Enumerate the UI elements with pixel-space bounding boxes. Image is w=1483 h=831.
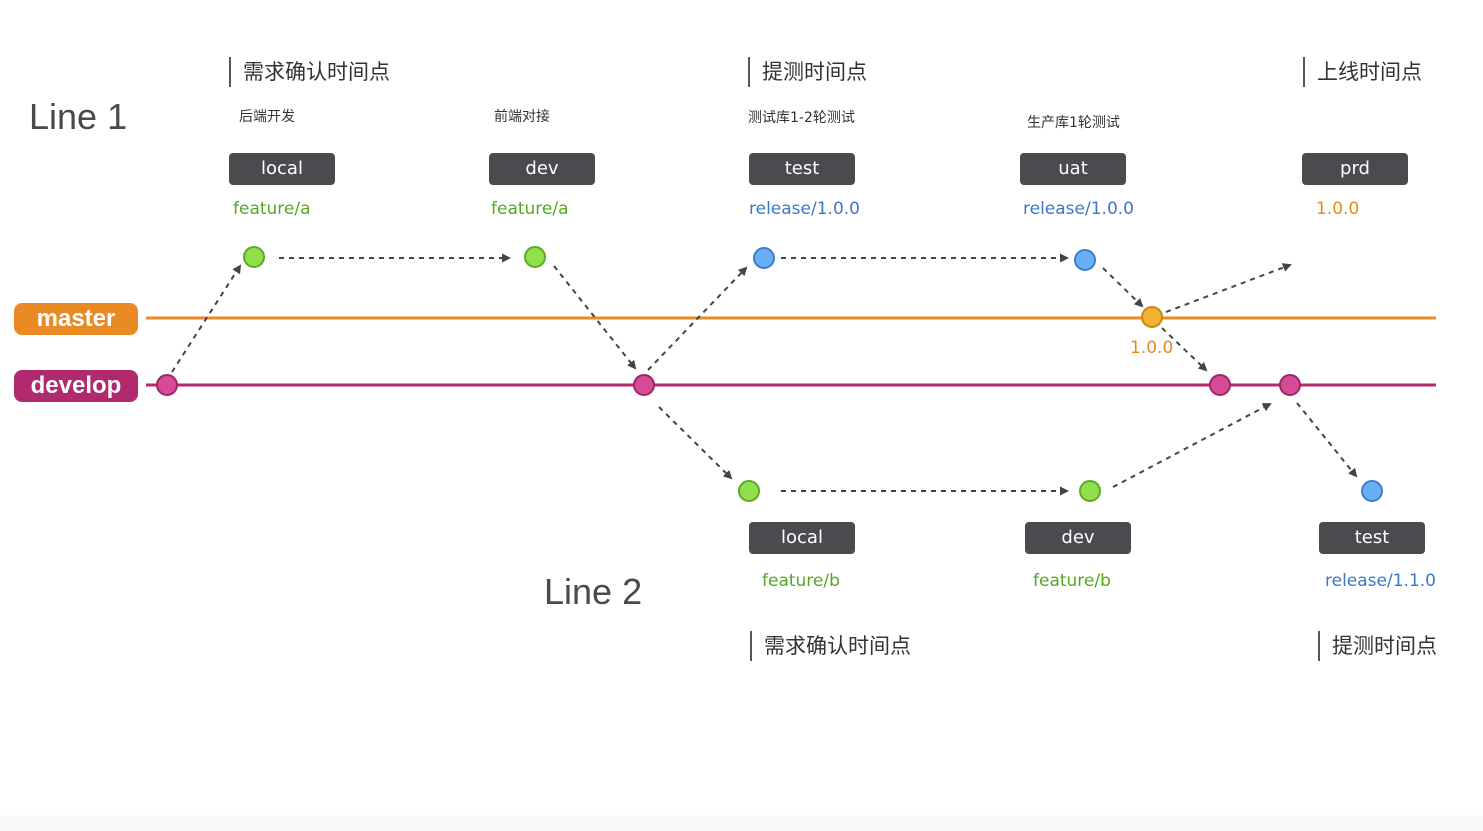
- env-dev: dev: [1025, 522, 1131, 554]
- branch-label-version: 1.0.0: [1316, 199, 1360, 219]
- feature-commit-node: [1079, 480, 1101, 502]
- branch-label-release: release/1.0.0: [749, 199, 860, 219]
- develop-commit-node: [1279, 374, 1301, 396]
- flow-arrow: [647, 266, 748, 371]
- env-prd: prd: [1302, 153, 1408, 185]
- develop-commit-node: [1209, 374, 1231, 396]
- branch-label-feature: feature/b: [762, 571, 840, 591]
- env-uat: uat: [1020, 153, 1126, 185]
- flow-arrow: [1102, 267, 1144, 308]
- stage-desc-frontend-integration: 前端对接: [494, 109, 550, 125]
- milestone-requirement-confirm: 需求确认时间点: [750, 631, 911, 661]
- env-test: test: [749, 153, 855, 185]
- branch-label-release: release/1.1.0: [1325, 571, 1436, 591]
- line1-title: Line 1: [29, 96, 128, 137]
- footer-strip: [0, 815, 1483, 831]
- env-test: test: [1319, 522, 1425, 554]
- flow-arrow: [1165, 263, 1292, 313]
- develop-branch-badge: develop: [14, 370, 138, 402]
- branch-label-feature: feature/a: [233, 199, 311, 219]
- flow-arrows: [171, 253, 1358, 496]
- milestone-requirement-confirm: 需求确认时间点: [229, 57, 390, 87]
- line2-title: Line 2: [544, 571, 643, 612]
- stage-desc-test-db: 测试库1-2轮测试: [748, 110, 855, 126]
- flow-arrow: [658, 406, 733, 480]
- env-local: local: [229, 153, 335, 185]
- master-tag-label: 1.0.0: [1130, 338, 1174, 358]
- develop-commit-node: [633, 374, 655, 396]
- milestone-go-live: 上线时间点: [1303, 57, 1422, 87]
- env-local: local: [749, 522, 855, 554]
- milestone-submit-test: 提测时间点: [748, 57, 867, 87]
- flow-arrow: [553, 265, 637, 370]
- branch-label-release: release/1.0.0: [1023, 199, 1134, 219]
- branch-label-feature: feature/a: [491, 199, 569, 219]
- branch-label-feature: feature/b: [1033, 571, 1111, 591]
- release-commit-node: [753, 247, 775, 269]
- flow-arrow: [1161, 327, 1208, 372]
- release-commit-node: [1074, 249, 1096, 271]
- milestone-submit-test: 提测时间点: [1318, 631, 1437, 661]
- develop-commit-node: [156, 374, 178, 396]
- flow-arrow: [1296, 402, 1358, 478]
- flow-arrow: [1112, 403, 1272, 488]
- feature-commit-node: [738, 480, 760, 502]
- stage-desc-prod-db: 生产库1轮测试: [1027, 115, 1120, 131]
- feature-commit-node: [524, 246, 546, 268]
- env-dev: dev: [489, 153, 595, 185]
- master-tag-node: [1141, 306, 1163, 328]
- release-commit-node: [1361, 480, 1383, 502]
- stage-desc-backend-dev: 后端开发: [239, 109, 295, 125]
- feature-commit-node: [243, 246, 265, 268]
- master-branch-badge: master: [14, 303, 138, 335]
- flow-arrow: [171, 264, 242, 373]
